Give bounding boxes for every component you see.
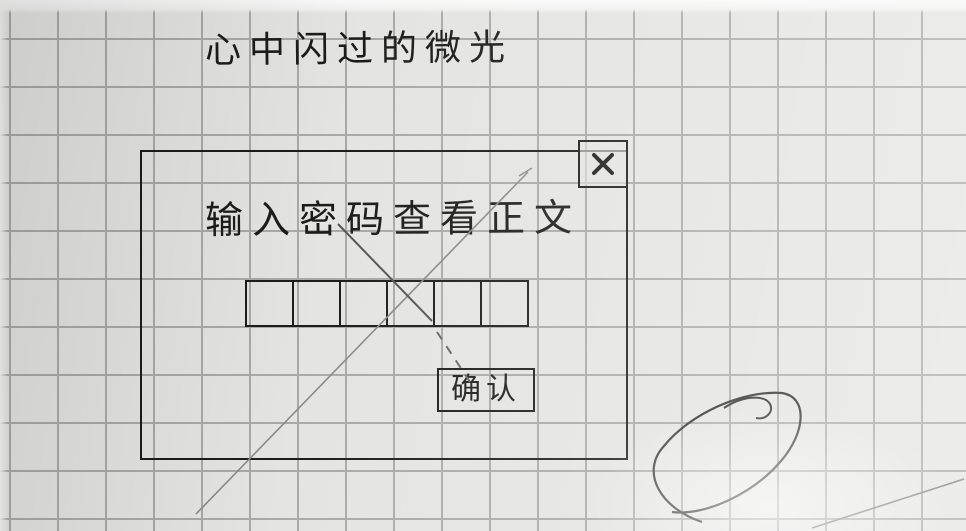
- password-slot[interactable]: [433, 280, 482, 327]
- password-dialog: 输入密码查看正文 确认: [140, 140, 628, 460]
- password-slot[interactable]: [245, 280, 294, 327]
- pen-loop-inner: [723, 396, 772, 420]
- paper-top-edge: [0, 0, 966, 13]
- confirm-button[interactable]: 确认: [437, 368, 535, 412]
- close-button[interactable]: [578, 140, 628, 188]
- close-icon: [592, 153, 614, 175]
- password-slot[interactable]: [480, 280, 529, 327]
- password-slot[interactable]: [386, 280, 435, 327]
- dialog-prompt: 输入密码查看正文: [204, 195, 582, 243]
- pen-loop: [652, 391, 802, 524]
- password-slot[interactable]: [292, 280, 341, 327]
- page-title: 心中闪过的微光: [204, 27, 514, 72]
- password-slot[interactable]: [339, 280, 388, 327]
- paper-left-edge: [0, 0, 8, 531]
- pencil-corner-line: [811, 478, 965, 529]
- password-input[interactable]: [245, 280, 529, 327]
